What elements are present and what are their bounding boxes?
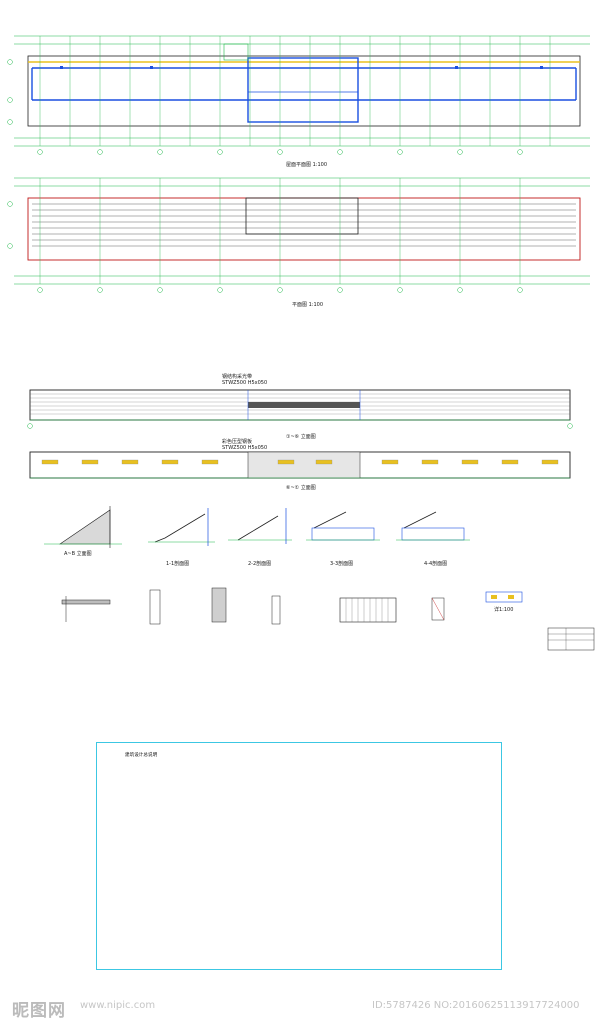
section-3-caption: 3-3剖面图 (330, 561, 354, 567)
section-a (44, 506, 122, 548)
watermark-id: ID:5787426 NO:20160625113917724000 (372, 1000, 580, 1011)
section-a-caption: A~B 立面图 (64, 551, 92, 557)
section-1 (148, 508, 215, 546)
roof-plan (7, 35, 590, 155)
section-2-caption: 2-2剖面图 (248, 561, 272, 567)
details-row (61, 587, 595, 651)
elevation-2-spec: STWZ500 H5x050 (222, 445, 268, 451)
spec-sheet-title: 建筑设计总说明 (125, 753, 158, 758)
section-4 (396, 511, 470, 541)
detail-caption: 详1:100 (494, 607, 514, 613)
watermark-url: www.nipic.com (80, 1000, 156, 1011)
floor-plan (7, 177, 590, 293)
elevation-1 (27, 389, 573, 429)
watermark-bar (0, 990, 601, 1024)
elevation-2-caption: ⑥~① 立面图 (286, 485, 316, 491)
watermark-brand: 昵图网 (12, 1001, 66, 1021)
floor-plan-caption: 平面图 1:100 (292, 302, 323, 308)
elevation-1-spec: STWZ500 H5x050 (222, 380, 268, 386)
elevation-1-caption: ①~⑥ 立面图 (286, 434, 316, 440)
elevation-2-note: 彩色压型钢板 (222, 439, 253, 445)
roof-plan-caption: 屋面平面图 1:100 (286, 162, 327, 168)
elevation-1-note: 钢结构采光带 (222, 374, 253, 380)
section-1-caption: 1-1剖面图 (166, 561, 190, 567)
spec-sheet: 建筑设计总说明 (96, 742, 502, 970)
elevation-2 (29, 451, 571, 479)
section-2 (228, 508, 292, 544)
section-4-caption: 4-4剖面图 (424, 561, 448, 567)
section-3 (306, 511, 380, 541)
